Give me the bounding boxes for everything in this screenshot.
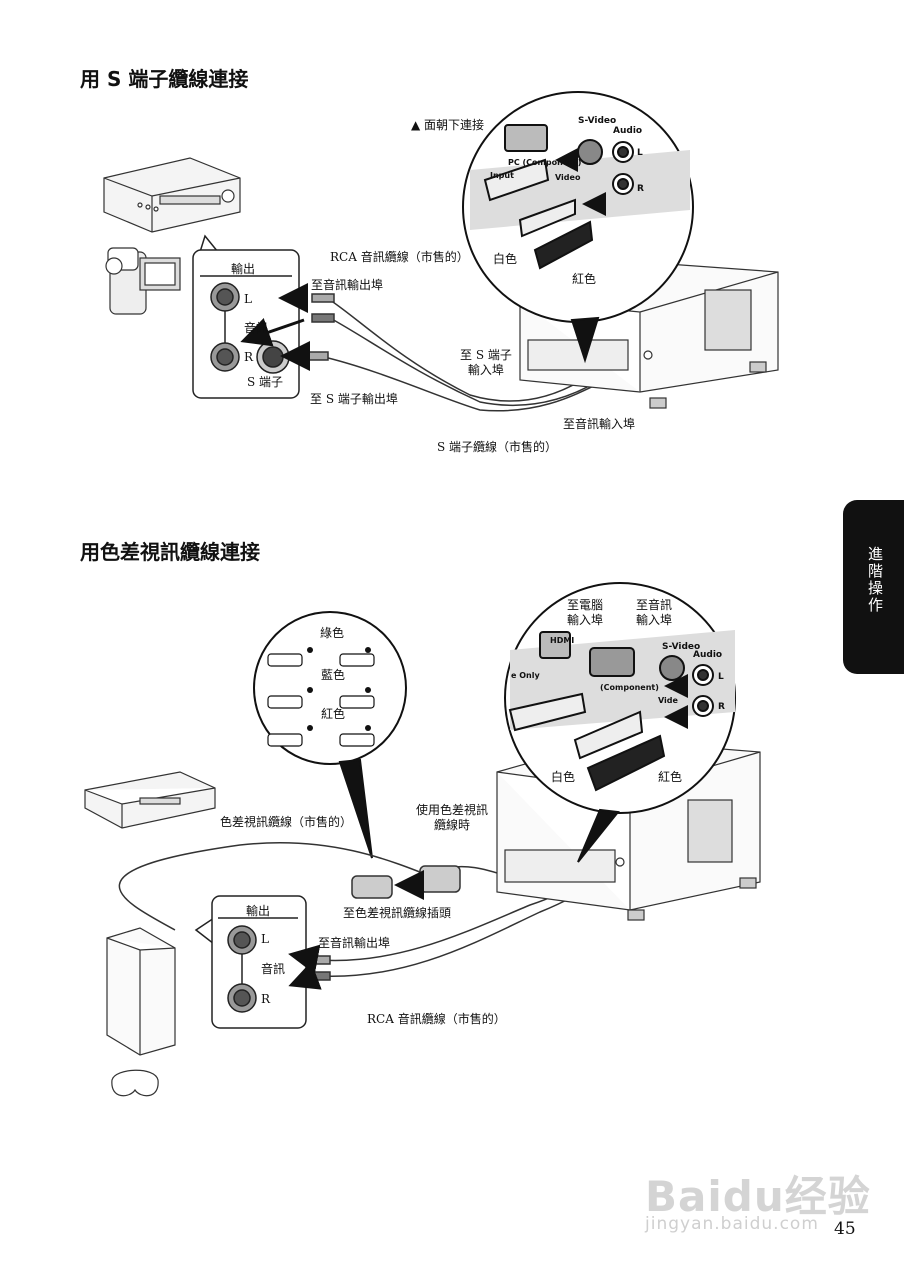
to-audio-out-label-2: 至音訊輸出埠 [318,936,391,950]
to-s-in-label: 至 S 端子 輸入埠 [460,348,512,377]
s-cable-label: S 端子纜線（市售的） [437,440,558,454]
vcr-illustration [103,157,241,233]
blue-plug-label: 藍色 [321,668,346,682]
to-s-out-label: 至 S 端子輸出埠 [310,392,398,406]
jack-svideo-label: S-Video [578,116,617,126]
jack-r-label: R [637,184,644,194]
output-panel-bubble-1 [192,234,300,399]
zoom-circle-2 [504,582,736,863]
section-1-title: 用 S 端子纜線連接 [80,67,249,91]
component-cable-label: 色差視訊纜線（市售的） [220,815,353,829]
white-plug-label: 白色 [493,252,518,266]
jack-audio-label-2: Audio [693,650,723,660]
panel-l-label: L [244,292,252,306]
to-audio-out-label: 至音訊輸出埠 [311,278,384,292]
panel-audio-label-2: 音訊 [261,962,286,976]
jack-video-label: Video [555,173,581,182]
rca-cable-label: RCA 音訊纜線（市售的） [330,250,469,264]
dvd-player-illustration [84,771,216,829]
to-component-plug-label: 至色差視訊纜線插頭 [343,906,452,920]
section-2-title: 用色差視訊纜線連接 [80,540,260,564]
white-plug-label-2: 白色 [551,770,576,784]
jack-video-label-2: Vide [658,696,678,705]
jack-audio-label: Audio [613,126,643,136]
jack-svideo-label-2: S-Video [662,642,701,652]
to-pc-in-label: 至電腦 輸入埠 [567,598,604,627]
jack-r-label-2: R [718,702,725,712]
panel-l-label-2: L [261,932,269,946]
face-down-label: ▲ 面朝下連接 [411,118,485,132]
panel-s-label: S 端子 [247,375,284,389]
to-audio-in-label-2: 至音訊 輸入埠 [636,598,673,627]
jack-l-label-2: L [718,672,724,682]
jack-component-label-2: (Component) [600,683,659,692]
output-panel-bubble-2 [194,895,307,1029]
watermark-logo: Baidu经验 [645,1172,871,1221]
cables-section-2 [118,842,596,981]
zoom-circle-1 [462,91,694,364]
jack-l-label: L [637,148,643,158]
jack-hdmi-label: HDMI [550,636,575,645]
red-plug-label: 紅色 [572,272,597,286]
side-chapter-tab: 進階操作 [843,500,904,674]
when-using-label: 使用色差視訊 纜線時 [416,803,489,832]
panel-output-label: 輸出 [231,262,256,276]
green-plug-label: 綠色 [320,626,345,640]
page-number: 45 [834,1219,856,1239]
game-console-illustration [106,927,176,1097]
panel-output-label-2: 輸出 [246,904,271,918]
side-chapter-tab-label: 進階操作 [866,546,884,614]
watermark-url: jingyan.baidu.com [645,1214,819,1234]
to-audio-in-label: 至音訊輸入埠 [563,417,636,431]
arrows-section-2 [288,870,424,990]
panel-audio-label: 音訊 [244,321,269,335]
rca-cable-label-2: RCA 音訊纜線（市售的） [367,1012,506,1026]
jack-input-label: Input [490,171,514,180]
cables-section-1 [307,293,611,412]
panel-r-label-2: R [261,992,271,1006]
red-plug-label-2: 紅色 [321,707,346,721]
arrows-section-1 [240,283,310,371]
color-plugs-circle [253,611,407,859]
panel-r-label: R [244,350,254,364]
red-plug-label-3: 紅色 [658,770,683,784]
camcorder-illustration [105,247,181,315]
jack-only-label: e Only [511,671,540,680]
jack-component-label: PC (Component) [508,158,582,167]
